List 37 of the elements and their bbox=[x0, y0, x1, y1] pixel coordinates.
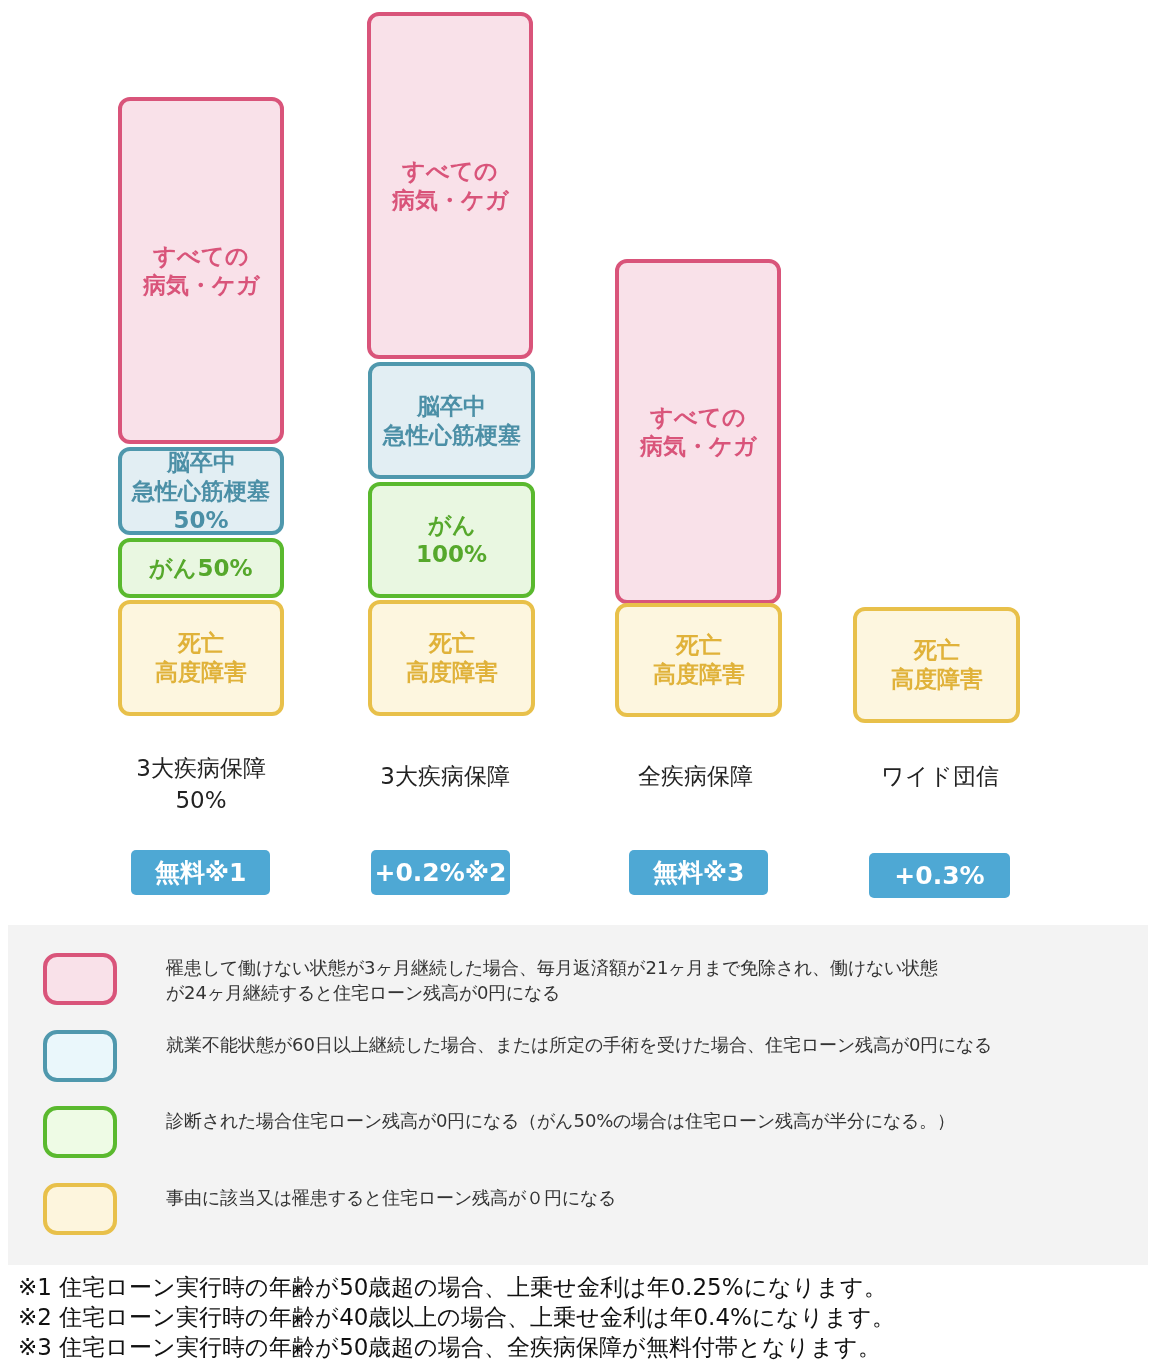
coverage-box bbox=[118, 97, 284, 444]
legend-text: 診断された場合住宅ローン残高が0円になる（がん50%の場合は住宅ローン残高が半分になる。） bbox=[166, 1109, 957, 1133]
plan-name: 3大疾病保障50% bbox=[135, 754, 267, 815]
coverage-box bbox=[118, 538, 284, 598]
coverage-box bbox=[367, 12, 533, 359]
coverage-box bbox=[118, 447, 284, 535]
footnote: ※2 住宅ローン実行時の年齢が40歳以上の場合、上乗せ金利は年0.4%になります。 bbox=[18, 1303, 895, 1332]
coverage-label: 死亡 高度障害 bbox=[155, 629, 247, 687]
coverage-label: 死亡 高度障害 bbox=[652, 631, 745, 689]
coverage-box bbox=[368, 362, 535, 479]
plan-name: 全疾病保障 bbox=[636, 762, 754, 791]
price-badge: +0.2%※2 bbox=[371, 850, 510, 895]
price-badge: 無料※3 bbox=[629, 850, 768, 895]
coverage-box bbox=[615, 259, 781, 604]
price-badge: 無料※1 bbox=[131, 850, 270, 895]
coverage-box bbox=[853, 607, 1020, 723]
plan-name: 3大疾病保障 bbox=[379, 762, 511, 791]
coverage-box bbox=[118, 600, 284, 716]
plan-name: ワイド団信 bbox=[880, 762, 1000, 791]
coverage-label: がん 100% bbox=[415, 511, 488, 569]
coverage-label: 死亡 高度障害 bbox=[890, 636, 983, 694]
coverage-label: すべての 病気・ケガ bbox=[391, 156, 509, 215]
coverage-label: 死亡 高度障害 bbox=[405, 629, 498, 687]
legend-text: 就業不能状態が60日以上継続した場合、または所定の手術を受けた場合、住宅ローン残高が0円になる bbox=[166, 1033, 994, 1057]
coverage-label: がん50% bbox=[149, 553, 253, 583]
coverage-box bbox=[368, 600, 535, 716]
footnote: ※3 住宅ローン実行時の年齢が50歳超の場合、全疾病保障が無料付帯となります。 bbox=[18, 1333, 882, 1362]
footnote: ※1 住宅ローン実行時の年齢が50歳超の場合、上乗せ金利は年0.25%になります。 bbox=[18, 1273, 887, 1302]
legend-text: 事由に該当又は罹患すると住宅ローン残高が０円になる bbox=[166, 1186, 617, 1210]
coverage-box bbox=[615, 603, 782, 717]
coverage-box bbox=[368, 482, 535, 598]
legend-text: 罹患して働けない状態が3ヶ月継続した場合、毎月返済額が21ヶ月まで免除され、働けない状態が24ヶ月継続すると住宅ローン残高が0円になる bbox=[166, 956, 940, 1005]
coverage-label: 脳卒中 急性心筋梗塞 50% bbox=[132, 447, 270, 535]
price-badge: +0.3% bbox=[869, 853, 1010, 898]
coverage-label: すべての 病気・ケガ bbox=[639, 402, 757, 461]
coverage-label: すべての 病気・ケガ bbox=[142, 241, 260, 300]
coverage-label: 脳卒中 急性心筋梗塞 bbox=[382, 391, 521, 450]
